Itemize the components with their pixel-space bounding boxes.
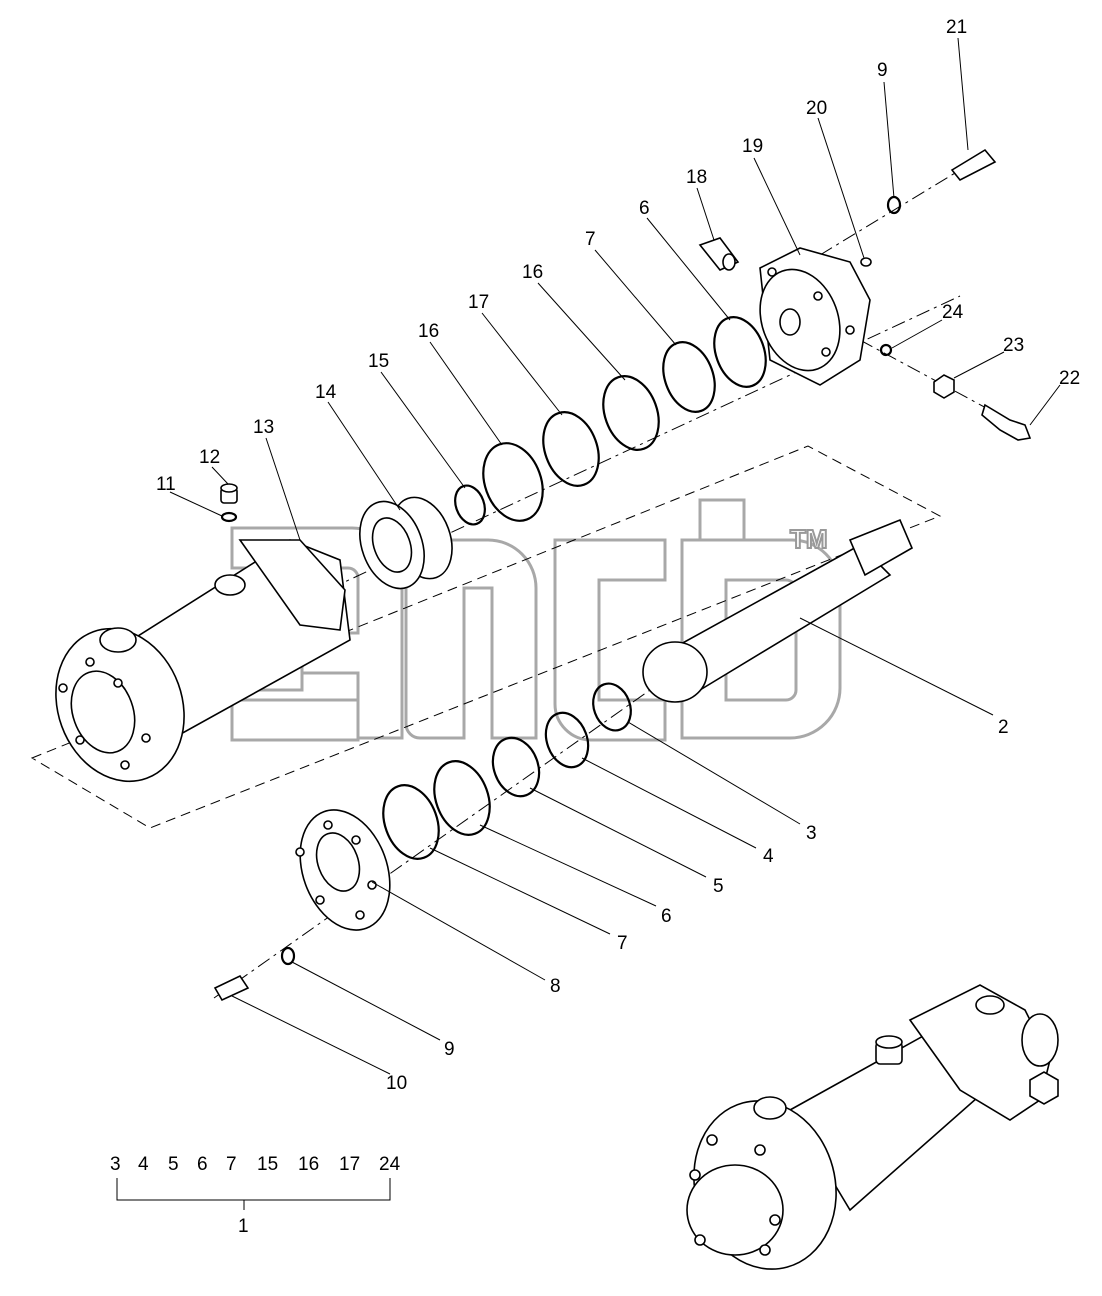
callout-21: 21 bbox=[946, 17, 967, 38]
callout-4: 4 bbox=[763, 846, 774, 867]
gland-flange bbox=[295, 809, 391, 931]
piston bbox=[359, 496, 453, 590]
nut-23 bbox=[933, 374, 955, 399]
side-axis bbox=[859, 339, 991, 411]
ring-7b bbox=[382, 784, 440, 860]
screw-10 bbox=[213, 974, 250, 1002]
callout-2: 2 bbox=[998, 717, 1009, 738]
fitting bbox=[220, 483, 238, 523]
callout-10: 10 bbox=[386, 1073, 407, 1094]
assembled-cylinder bbox=[686, 984, 1059, 1270]
washer-9-bottom bbox=[280, 946, 296, 966]
callout-17: 17 bbox=[468, 292, 489, 313]
callout-13: 13 bbox=[253, 417, 274, 438]
pin-20 bbox=[860, 257, 872, 267]
ring-6a bbox=[713, 316, 767, 388]
callout-20: 20 bbox=[806, 98, 827, 119]
kit-item-6: 6 bbox=[197, 1154, 208, 1175]
callout-3: 3 bbox=[806, 823, 817, 844]
screw-21 bbox=[950, 148, 997, 182]
ring-17 bbox=[542, 411, 600, 487]
screw-22 bbox=[981, 403, 1032, 441]
watermark-tm: TM bbox=[790, 524, 828, 554]
callout-16a: 16 bbox=[522, 262, 543, 283]
kit-item-24: 24 bbox=[379, 1154, 401, 1175]
assembly-boundary bbox=[30, 445, 942, 829]
washer-24 bbox=[879, 343, 893, 357]
kit-item-3: 3 bbox=[110, 1154, 121, 1175]
kit-bracket: 3 4 5 6 7 15 16 17 24 1 bbox=[110, 1154, 401, 1237]
kit-item-5: 5 bbox=[168, 1154, 179, 1175]
piston-rod bbox=[642, 518, 914, 703]
callout-8: 8 bbox=[550, 976, 561, 997]
callout-6-top: 6 bbox=[639, 198, 650, 219]
callout-5: 5 bbox=[713, 876, 724, 897]
callout-16b: 16 bbox=[418, 321, 439, 342]
callout-18: 18 bbox=[686, 167, 707, 188]
ring-5 bbox=[491, 736, 541, 798]
callout-22: 22 bbox=[1059, 368, 1080, 389]
callout-7-bottom: 7 bbox=[617, 933, 628, 954]
lower-axis bbox=[213, 689, 651, 999]
ring-15 bbox=[454, 484, 486, 526]
kit-item-15: 15 bbox=[257, 1154, 278, 1175]
ring-16a bbox=[482, 442, 544, 522]
callout-15: 15 bbox=[368, 351, 389, 372]
cylinder-barrel bbox=[55, 539, 351, 783]
callout-9-bottom: 9 bbox=[444, 1039, 455, 1060]
callout-6-bottom: 6 bbox=[661, 906, 672, 927]
kit-item-16: 16 bbox=[298, 1154, 319, 1175]
ring-16b bbox=[602, 375, 660, 451]
callout-9-top: 9 bbox=[877, 60, 888, 81]
callout-24: 24 bbox=[942, 302, 964, 323]
kit-item-7: 7 bbox=[226, 1154, 237, 1175]
ring-7a bbox=[662, 341, 716, 413]
ring-6b bbox=[433, 760, 491, 836]
valve-plug bbox=[698, 237, 740, 271]
callout-12: 12 bbox=[199, 447, 220, 468]
callout-14: 14 bbox=[315, 382, 337, 403]
callout-11: 11 bbox=[156, 474, 176, 495]
kit-item-17: 17 bbox=[339, 1154, 360, 1175]
ring-4 bbox=[544, 711, 590, 769]
callout-19: 19 bbox=[742, 136, 763, 157]
ring-3 bbox=[592, 682, 632, 732]
kit-label: 1 bbox=[238, 1216, 249, 1237]
callout-7-top: 7 bbox=[585, 229, 596, 250]
callout-23: 23 bbox=[1003, 335, 1024, 356]
callout-labels: 21 9 20 19 18 6 7 16 17 16 15 14 13 12 1… bbox=[156, 17, 1080, 1094]
cylinder-head bbox=[759, 247, 871, 386]
kit-item-4: 4 bbox=[138, 1154, 149, 1175]
leader-lines bbox=[169, 37, 1061, 1075]
